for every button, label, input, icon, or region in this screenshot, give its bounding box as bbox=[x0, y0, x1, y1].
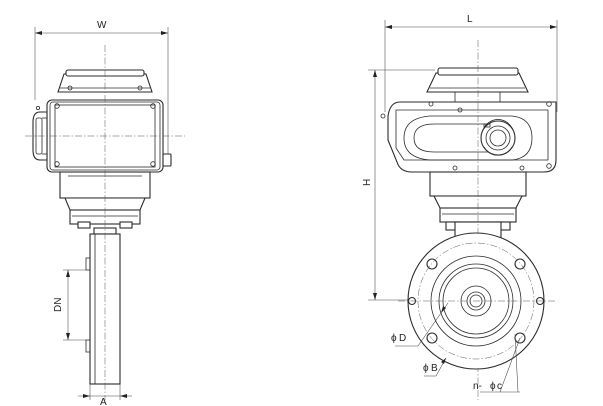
dim-h-label: H bbox=[362, 179, 373, 186]
dim-dn-label: DN bbox=[53, 298, 64, 312]
dim-d-label: D bbox=[399, 333, 406, 344]
dim-b-label: B bbox=[431, 363, 438, 374]
dim-n-label: n- bbox=[473, 381, 482, 392]
dim-d-symbol: ϕ bbox=[391, 333, 397, 344]
front-view: L H bbox=[362, 14, 558, 400]
side-view: W bbox=[25, 20, 185, 406]
dim-c-symbol: ϕ bbox=[490, 381, 496, 392]
dim-w-label: W bbox=[97, 20, 107, 31]
dim-b-symbol: ϕ bbox=[423, 363, 429, 374]
dim-a-label: A bbox=[100, 397, 107, 406]
dim-c-label: c bbox=[497, 381, 502, 392]
dim-l-label: L bbox=[467, 14, 473, 25]
